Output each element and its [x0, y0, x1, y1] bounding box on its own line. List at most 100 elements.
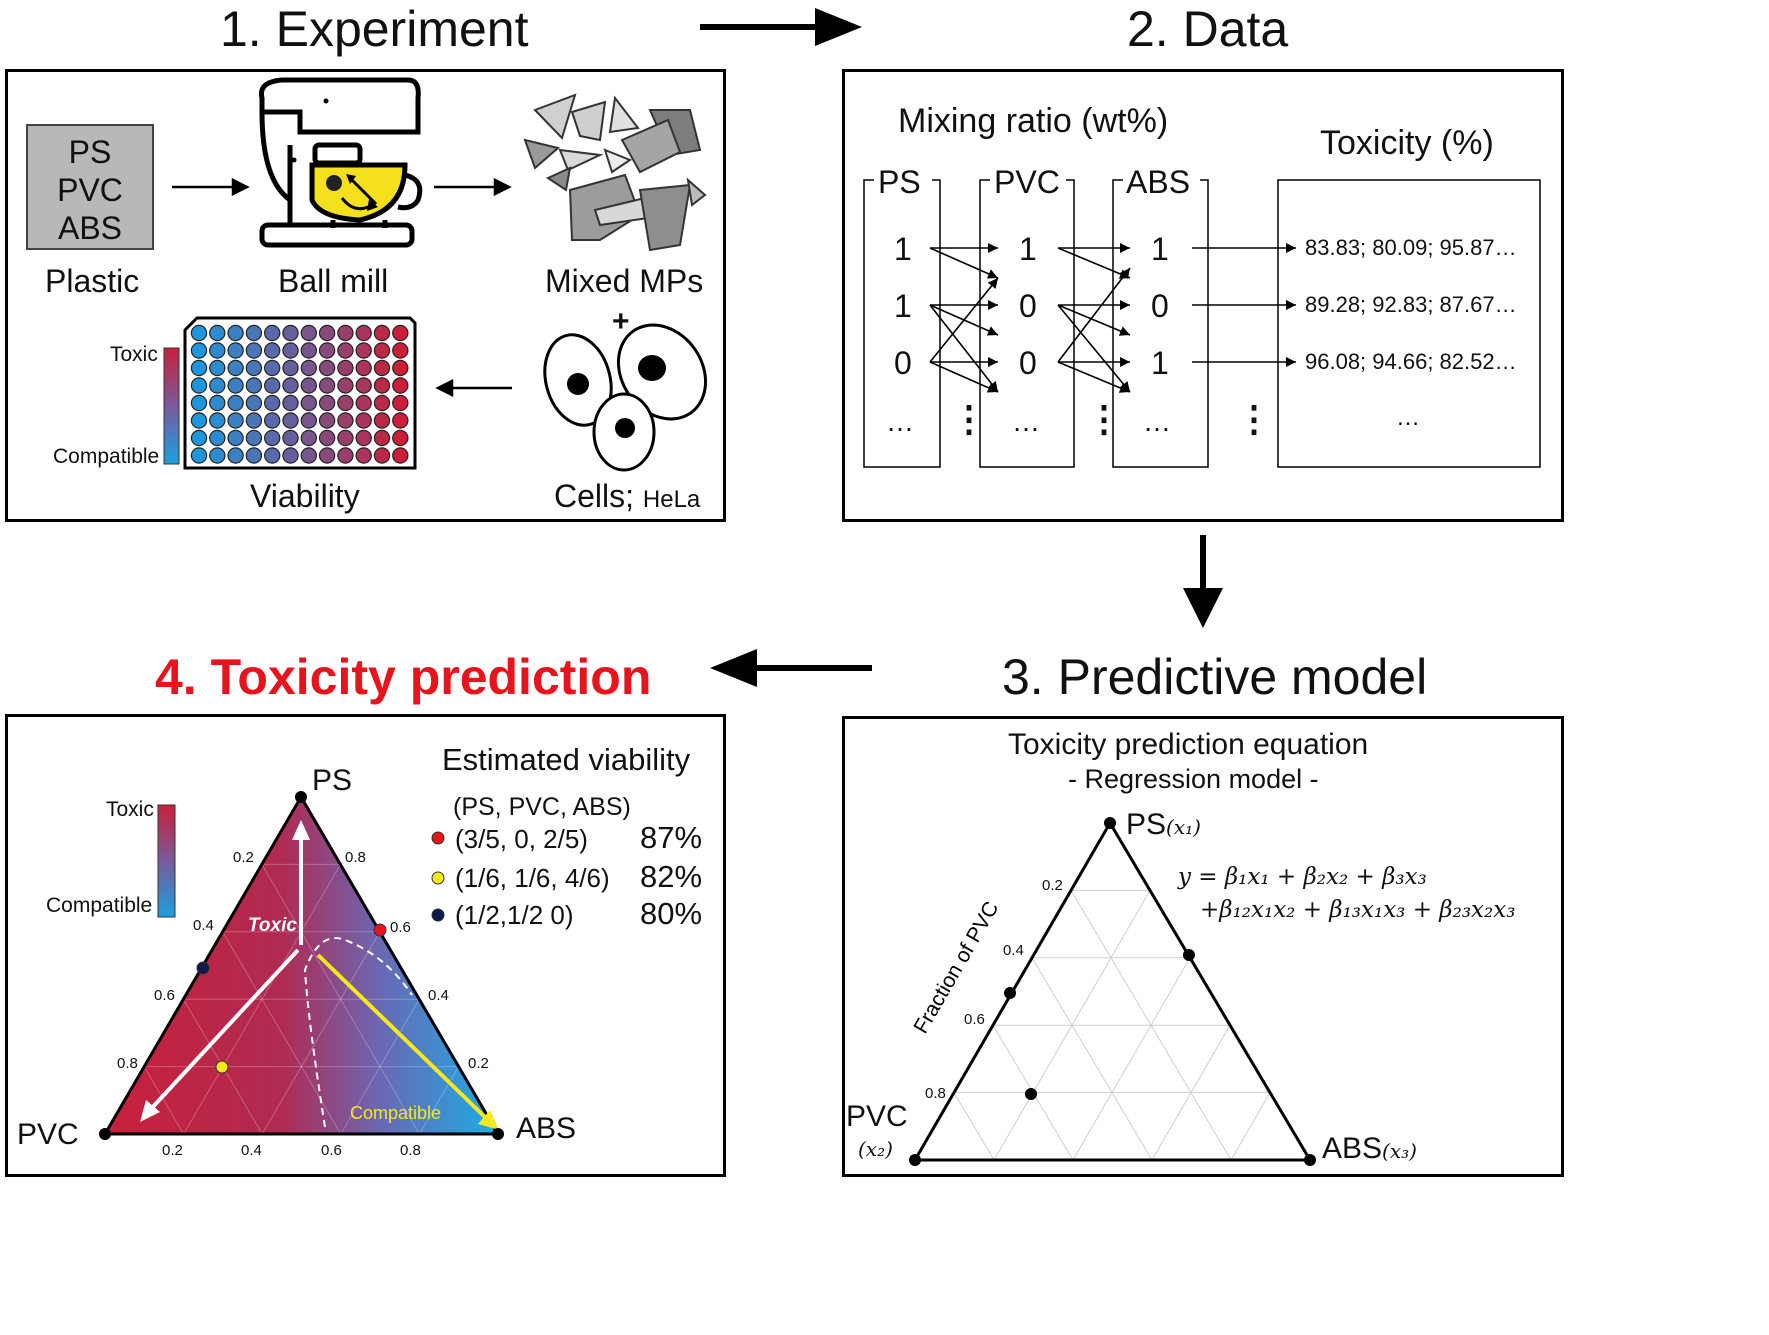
var-x3: (x₃) — [1382, 1139, 1417, 1163]
well — [282, 377, 299, 394]
cells-label-text: Cells; — [554, 478, 635, 514]
well — [245, 377, 263, 394]
well — [373, 359, 391, 377]
prediction-tick-right: 0.2 — [468, 1055, 489, 1072]
prediction-scale-top: Toxic — [106, 798, 154, 821]
mixing-arrowhead — [1286, 300, 1296, 310]
well — [355, 342, 372, 359]
well — [392, 342, 409, 359]
mixing-arrowhead — [1286, 357, 1296, 367]
well — [337, 359, 354, 377]
well — [282, 429, 299, 447]
pvc-value: 0 — [1019, 345, 1037, 381]
legend-header: (PS, PVC, ABS) — [453, 793, 631, 821]
well — [392, 324, 409, 342]
model-tick: 0.6 — [964, 1011, 985, 1028]
data-panel — [842, 69, 1564, 522]
well — [392, 429, 409, 447]
prediction-tick-bottom: 0.2 — [162, 1142, 183, 1159]
toxicity-label: Toxicity (%) — [1320, 124, 1494, 162]
estimated-viability-heading: Estimated viability — [442, 742, 691, 777]
well — [337, 429, 354, 447]
grid-line — [1230, 1092, 1271, 1161]
abs-value: … — [1143, 406, 1171, 437]
well — [264, 359, 281, 377]
mixing-arrowhead — [988, 243, 998, 253]
prediction-tick-left: 0.8 — [117, 1055, 138, 1072]
well — [282, 359, 299, 377]
pvc-column-box — [979, 179, 1075, 468]
equation-subheading: - Regression model - — [1068, 764, 1319, 794]
toxicity-row: 89.28; 92.83; 87.67… — [1305, 292, 1517, 317]
model-vertex-abs-label: ABS — [1322, 1132, 1383, 1165]
vdots: ⋮ — [1236, 398, 1272, 439]
experiment-scale-top: Toxic — [110, 343, 158, 366]
well — [264, 377, 281, 394]
mixing-arrows — [929, 243, 1296, 393]
point-yellow — [215, 1060, 229, 1074]
well — [227, 447, 244, 464]
model-vertex-ps: PS(x₁) — [1126, 810, 1201, 840]
toxicity-row: 96.08; 94.66; 82.52… — [1305, 349, 1517, 374]
well — [355, 377, 372, 394]
abs-column-header: ABS — [1126, 164, 1191, 200]
well — [355, 429, 372, 447]
well — [190, 359, 208, 377]
well — [264, 394, 281, 412]
prediction-tick-right: 0.8 — [345, 849, 366, 866]
mixing-arrowhead — [1118, 326, 1130, 336]
well — [209, 394, 226, 412]
prediction-tick-left: 0.4 — [193, 917, 214, 934]
well — [190, 412, 208, 429]
mixing-arrow — [929, 361, 999, 393]
experiment-color-scale — [163, 347, 180, 465]
legend-dot-red — [431, 831, 445, 845]
well — [264, 412, 281, 429]
abs-value: 1 — [1151, 231, 1169, 267]
prediction-vertex-abs: ABS — [516, 1112, 577, 1145]
mixing-arrowhead — [1120, 243, 1130, 253]
well — [392, 412, 409, 429]
well — [300, 342, 317, 359]
well — [373, 342, 391, 359]
model-design-points — [909, 817, 1316, 1166]
well — [318, 394, 336, 412]
viability-label: Viability — [250, 478, 360, 514]
well — [355, 394, 372, 412]
ps-value: 0 — [894, 345, 912, 381]
legend-dot-yellow — [431, 871, 445, 885]
arrow-to-pvc — [140, 1100, 160, 1122]
well — [300, 447, 317, 464]
plus-sign: + — [612, 305, 630, 338]
well — [300, 412, 317, 429]
well — [392, 359, 409, 377]
mixing-arrowhead — [988, 300, 998, 310]
prediction-tick-bottom: 0.4 — [241, 1142, 262, 1159]
mixing-arrowhead — [1120, 300, 1130, 310]
model-panel — [842, 716, 1564, 1177]
ps-column-header: PS — [878, 164, 921, 200]
well — [300, 429, 317, 447]
experiment-panel — [5, 69, 726, 522]
model-tick: 0.2 — [1042, 877, 1063, 894]
prediction-scale-bottom: Compatible — [46, 894, 153, 917]
well — [282, 412, 299, 429]
well — [264, 342, 281, 359]
well — [355, 412, 372, 429]
regression-equation-line1: y = β₁x₁ + β₂x₂ + β₃x₃ — [1178, 864, 1427, 890]
well-grid — [190, 324, 409, 464]
well — [245, 394, 263, 412]
mixing-arrowhead — [986, 269, 998, 279]
vdots: ⋮ — [951, 398, 987, 439]
arrow-to-abs — [478, 1110, 499, 1130]
cells-label: Cells; HeLa — [554, 480, 700, 512]
well — [318, 447, 336, 464]
model-vertex-ps-label: PS — [1126, 808, 1167, 841]
model-vertex-pvc: PVC — [846, 1100, 908, 1133]
grid-line — [953, 1092, 995, 1161]
well — [209, 359, 226, 377]
well — [318, 342, 336, 359]
well — [245, 447, 263, 464]
well — [337, 377, 354, 394]
